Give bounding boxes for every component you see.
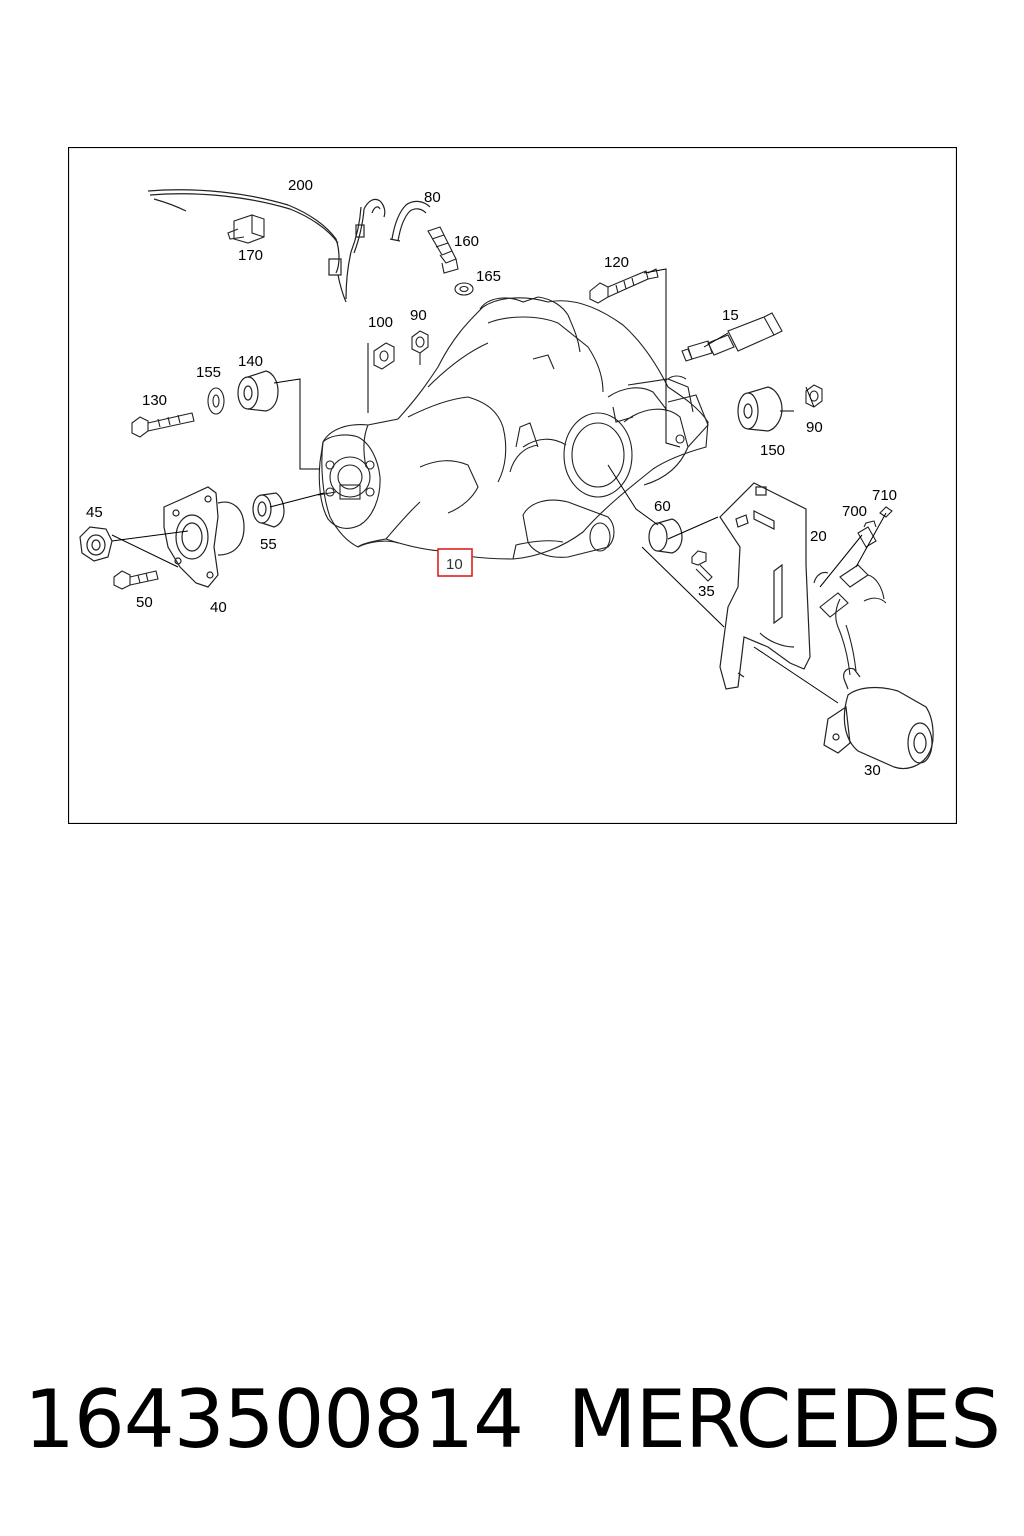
left-output-flange bbox=[317, 434, 381, 529]
callout-80: 80 bbox=[424, 189, 441, 206]
bracket-20 bbox=[719, 482, 811, 690]
ring-55 bbox=[252, 492, 285, 528]
callout-165: 165 bbox=[476, 268, 501, 285]
callout-labels: 200 80 160 165 170 120 15 100 90 155 140… bbox=[86, 177, 897, 779]
flange-40 bbox=[163, 486, 245, 588]
clip-170 bbox=[227, 214, 265, 244]
actuator-wiring bbox=[813, 564, 887, 676]
callout-100: 100 bbox=[368, 314, 393, 331]
brand-name: MERCEDES bbox=[567, 1373, 1001, 1466]
callout-90-right: 90 bbox=[806, 419, 823, 436]
bushing-60 bbox=[648, 518, 683, 554]
breather-hose-200 bbox=[147, 189, 365, 303]
callout-55: 55 bbox=[260, 536, 277, 553]
bolt-130 bbox=[131, 412, 195, 438]
diagram-svg: 200 80 160 165 170 120 15 100 90 155 140… bbox=[68, 147, 957, 824]
callout-150: 150 bbox=[760, 442, 785, 459]
diagram-border bbox=[68, 147, 957, 824]
breather-valve-160 bbox=[427, 226, 459, 274]
callout-10-highlight[interactable]: 10 bbox=[437, 548, 473, 577]
sensor-plug-15 bbox=[681, 312, 783, 362]
part-number: 1643500814 bbox=[24, 1373, 524, 1466]
callout-120: 120 bbox=[604, 254, 629, 271]
bolt-35 bbox=[691, 550, 713, 582]
callout-710: 710 bbox=[872, 487, 897, 504]
callout-40: 40 bbox=[210, 599, 227, 616]
differential-housing bbox=[321, 296, 709, 560]
nut-90-top bbox=[411, 330, 429, 365]
leader-lines bbox=[111, 268, 887, 704]
callout-160: 160 bbox=[454, 233, 479, 250]
bolt-50 bbox=[113, 570, 159, 590]
callout-50: 50 bbox=[136, 594, 153, 611]
callout-35: 35 bbox=[698, 583, 715, 600]
parts-diagram: 200 80 160 165 170 120 15 100 90 155 140… bbox=[68, 147, 957, 824]
callout-15: 15 bbox=[722, 307, 739, 324]
callout-700: 700 bbox=[842, 503, 867, 520]
bolt-120 bbox=[589, 268, 659, 304]
callout-20: 20 bbox=[810, 528, 827, 545]
footer: 1643500814 MERCEDES bbox=[0, 1370, 1024, 1470]
seal-165 bbox=[454, 282, 474, 296]
actuator-motor-30 bbox=[823, 667, 934, 770]
callout-170: 170 bbox=[238, 247, 263, 264]
housing-actuator bbox=[509, 422, 615, 558]
callout-60: 60 bbox=[654, 498, 671, 515]
mount-bushing-140 bbox=[237, 370, 279, 412]
washer-155 bbox=[207, 387, 225, 415]
callout-200: 200 bbox=[288, 177, 313, 194]
callout-130: 130 bbox=[142, 392, 167, 409]
nut-45 bbox=[79, 526, 113, 562]
callout-30: 30 bbox=[864, 762, 881, 779]
callout-155: 155 bbox=[196, 364, 221, 381]
callout-90-top: 90 bbox=[410, 307, 427, 324]
washer-100 bbox=[373, 342, 395, 370]
highlight-box bbox=[437, 548, 473, 577]
callout-140: 140 bbox=[238, 353, 263, 370]
callout-10: 10 bbox=[446, 556, 463, 573]
vent-hose-80 bbox=[363, 198, 431, 242]
mount-bushing-150 bbox=[737, 386, 783, 432]
callout-45: 45 bbox=[86, 504, 103, 521]
right-output-opening bbox=[563, 394, 709, 498]
connector-700 bbox=[857, 520, 877, 548]
